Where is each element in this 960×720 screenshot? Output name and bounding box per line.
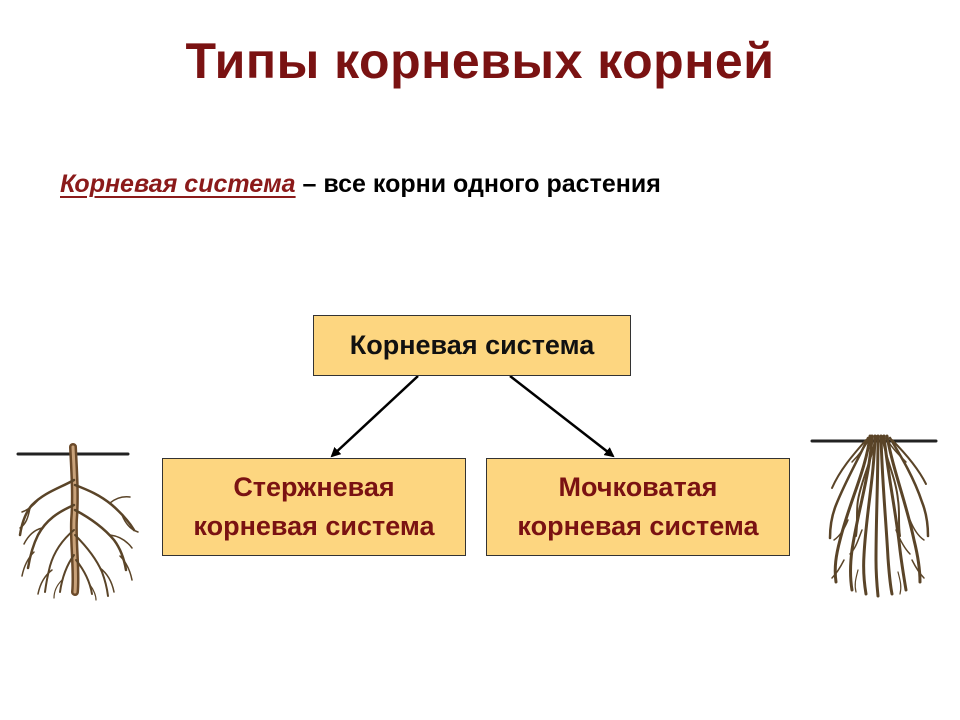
root-system-box: Корневая система [313, 315, 631, 376]
fibrous-system-line2: корневая система [517, 511, 759, 541]
arrow-to-fibrous [509, 375, 615, 458]
definition-text: все корни одного растения [323, 170, 661, 198]
definition-term: Корневая система [60, 170, 296, 198]
arrow-to-taproot [330, 375, 419, 458]
page-title: Типы корневых корней [185, 33, 775, 89]
fibrous-system-line1: Мочковатая [558, 472, 718, 502]
definition: Корневая система – все корни одного раст… [60, 170, 661, 199]
definition-separator: – [295, 170, 324, 198]
taproot-system-line1: Стержневая [233, 472, 395, 502]
fibrous-root-system-illustration [810, 434, 938, 598]
taproot-system-line2: корневая система [193, 511, 435, 541]
taproot-system-box: Стержневая корневая система [162, 458, 466, 556]
taproot-system-illustration [16, 443, 139, 601]
fibrous-system-box: Мочковатая корневая система [486, 458, 790, 556]
